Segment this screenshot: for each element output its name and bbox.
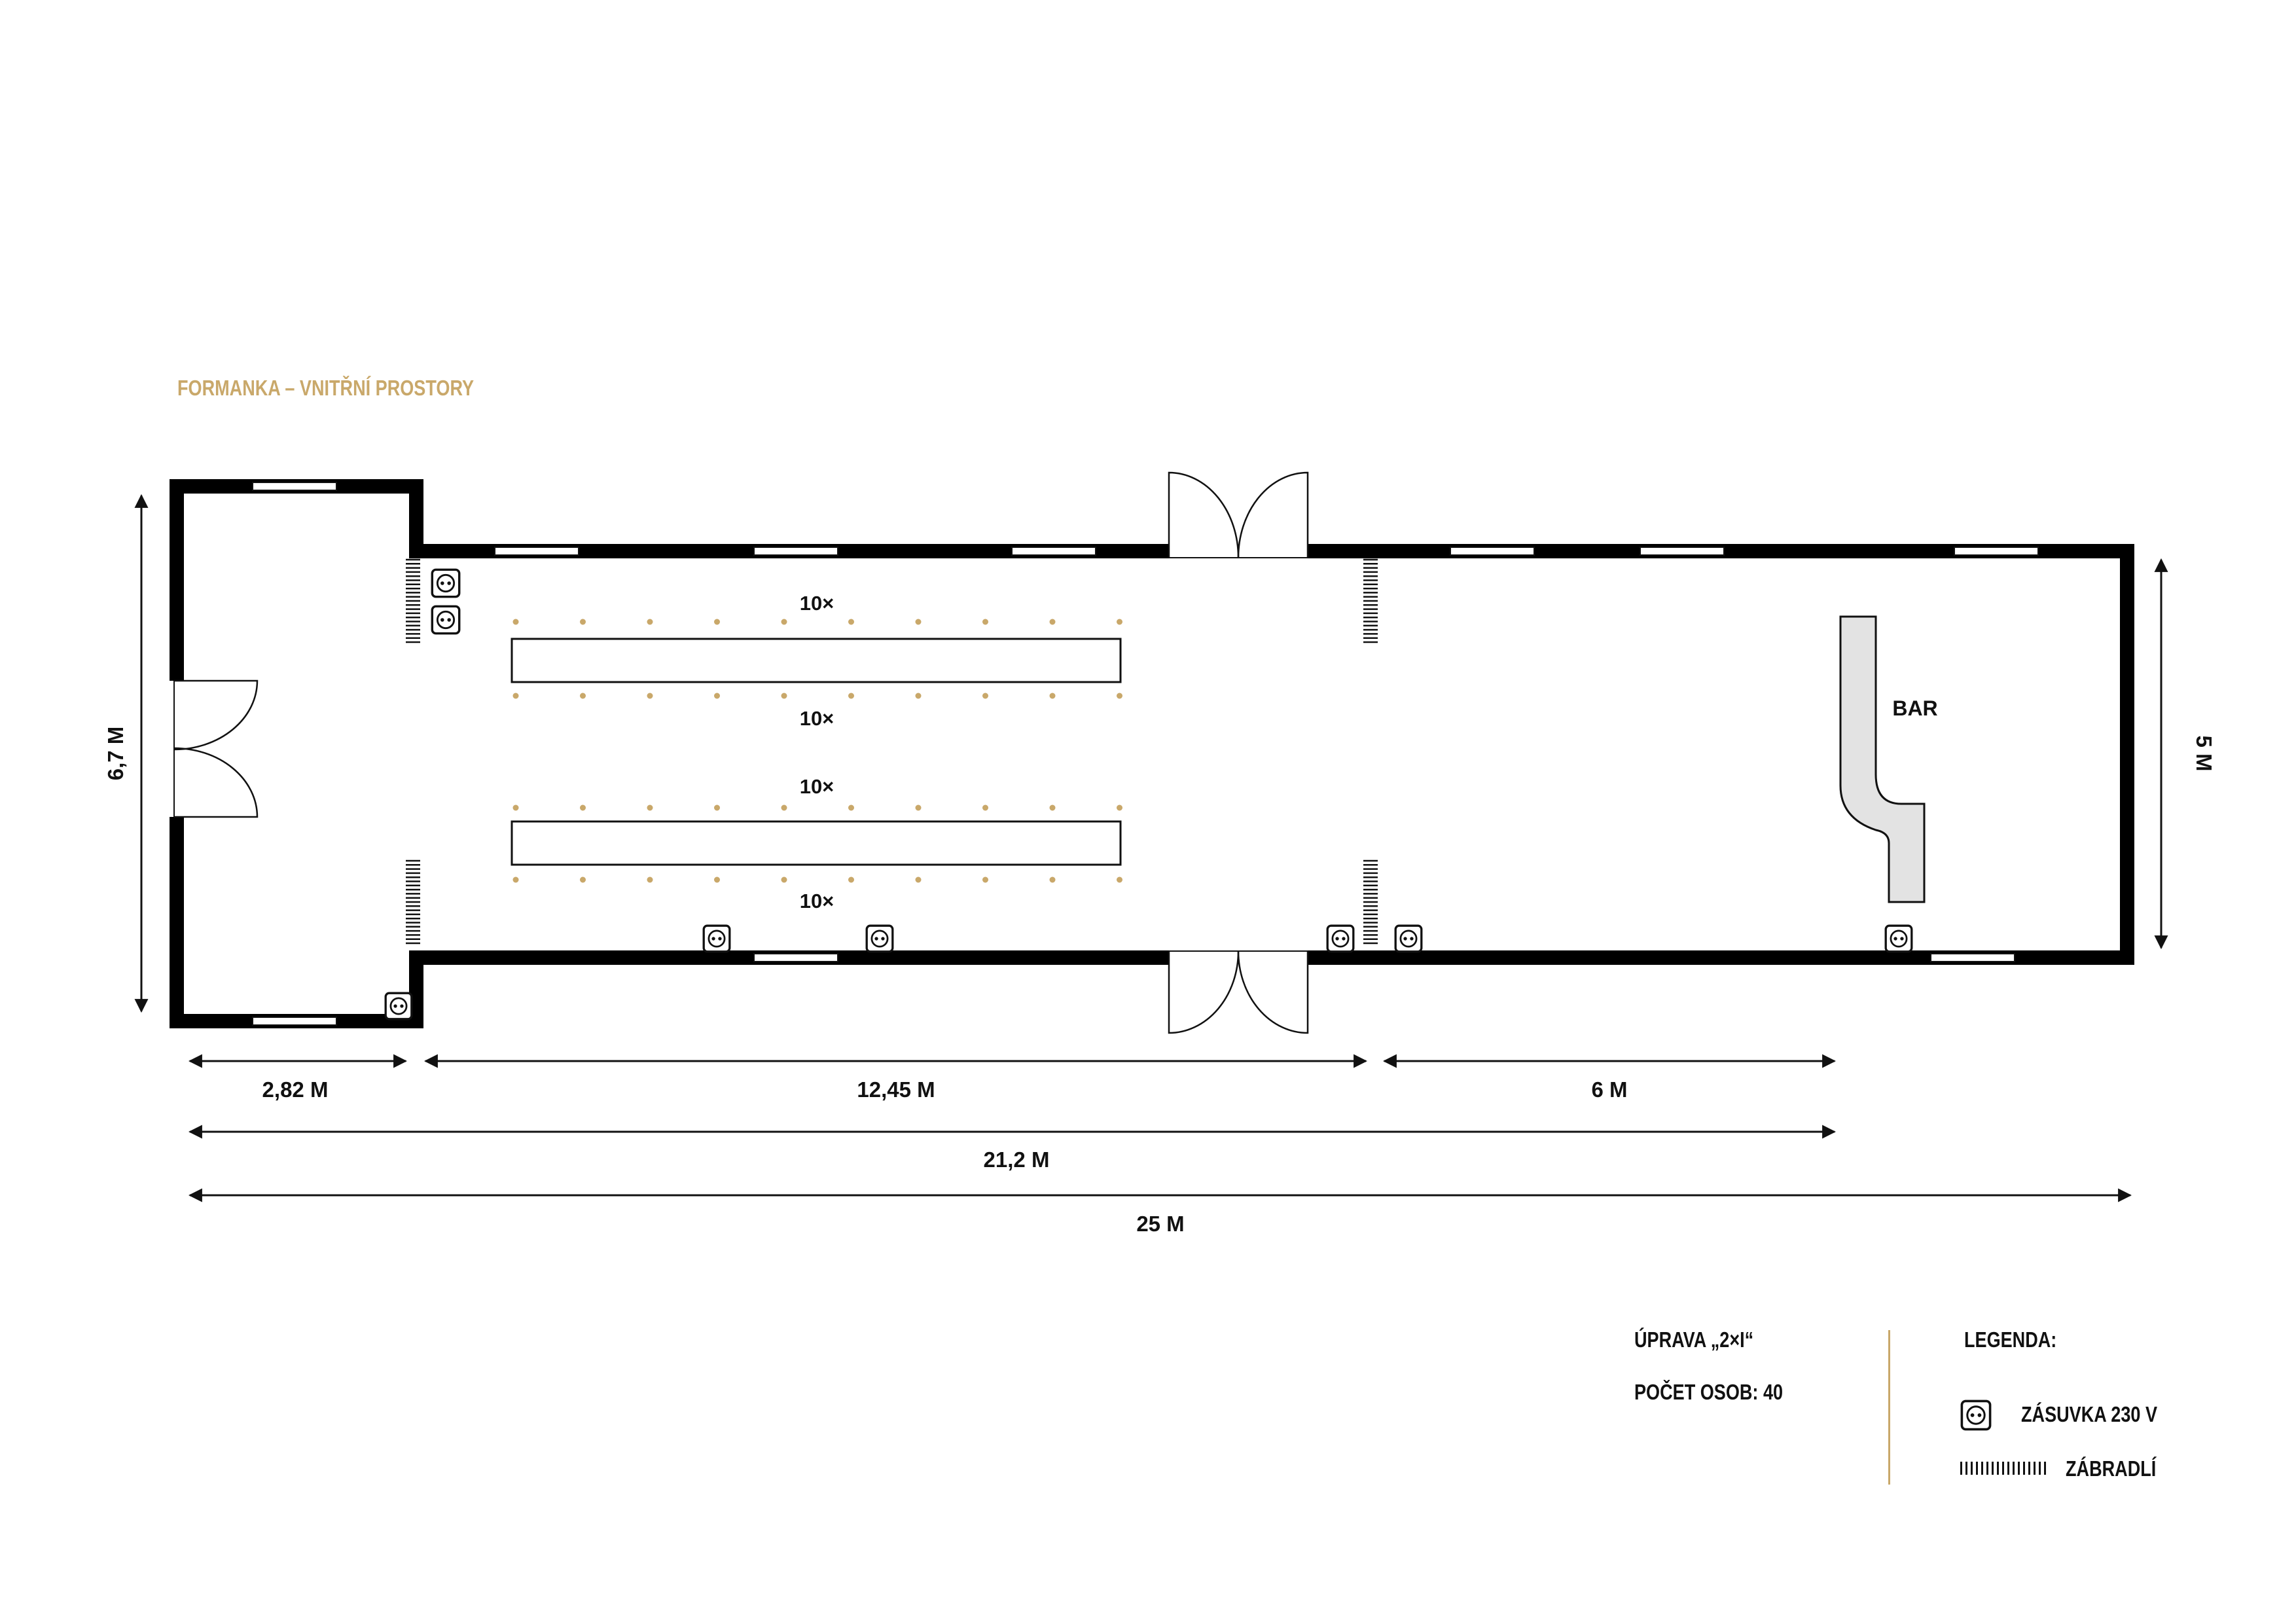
chair-dot	[781, 619, 787, 625]
railing-icon	[1960, 1462, 2047, 1475]
bar-counter: BAR	[1839, 615, 1938, 903]
chair-dots	[512, 619, 1122, 883]
chair-dot	[848, 619, 854, 625]
walls	[170, 479, 2134, 1028]
chair-dot	[1049, 876, 1056, 883]
layout-info: ÚPRAVA „2×I“	[1634, 1327, 1754, 1352]
windows	[252, 482, 2039, 1026]
chair-dot	[512, 804, 519, 811]
table-label: 10×	[800, 775, 834, 798]
chair-dot	[781, 804, 787, 811]
chair-dot	[1117, 693, 1122, 699]
legend-item-socket-label: ZÁSUVKA 230 V	[2021, 1402, 2158, 1426]
table-label: 10×	[800, 707, 834, 730]
table-label: 10×	[800, 890, 834, 912]
chair-dot	[982, 876, 988, 883]
railing	[406, 558, 420, 643]
door-top	[1168, 471, 1309, 558]
chair-dot	[982, 619, 988, 625]
table-labels: 10× 10× 10× 10×	[800, 592, 834, 912]
bar-label: BAR	[1892, 696, 1937, 720]
chair-dot	[512, 619, 519, 625]
dimension-labels: 6,7 M 5 M 2,82 M 12,45 M 6 M 21,2 M 25 M	[103, 727, 2216, 1236]
socket-icon	[1326, 924, 1355, 953]
socket-icon	[1960, 1399, 1992, 1431]
dim-right-height: 5 M	[2192, 735, 2216, 771]
legend-item-railing-label: ZÁBRADLÍ	[2066, 1456, 2157, 1481]
chair-dot	[848, 693, 854, 699]
chair-dot	[848, 876, 854, 883]
chair-dot	[1049, 693, 1056, 699]
chair-dot	[647, 804, 653, 811]
chair-dot	[915, 693, 922, 699]
chair-dot	[915, 804, 922, 811]
chair-dot	[714, 693, 720, 699]
socket-icon	[384, 992, 413, 1020]
chair-dot	[915, 876, 922, 883]
table-1	[511, 638, 1122, 683]
table-label: 10×	[800, 592, 834, 615]
chair-dot	[982, 804, 988, 811]
chair-dot	[1049, 804, 1056, 811]
chair-dot	[580, 619, 586, 625]
dim-total-2: 25 M	[1136, 1212, 1184, 1236]
socket-icon	[431, 605, 461, 635]
capacity-info: POČET OSOB: 40	[1634, 1380, 1784, 1404]
railings	[406, 558, 1378, 945]
chair-dot	[781, 693, 787, 699]
chair-dot	[512, 876, 519, 883]
dim-seg-2: 12,45 M	[857, 1077, 935, 1102]
chair-dot	[580, 693, 586, 699]
chair-dot	[647, 619, 653, 625]
chair-dot	[1117, 619, 1122, 625]
tables	[511, 638, 1122, 866]
socket-icon	[865, 924, 894, 953]
chair-dot	[781, 876, 787, 883]
dimensions	[134, 494, 2168, 1202]
chair-dot	[647, 693, 653, 699]
railing	[1363, 859, 1378, 945]
chair-dot	[580, 876, 586, 883]
table-2	[511, 820, 1122, 866]
chair-dot	[647, 876, 653, 883]
railing	[1363, 558, 1378, 643]
chair-dot	[714, 876, 720, 883]
chair-dot	[915, 619, 922, 625]
legend-title: LEGENDA:	[1964, 1327, 2057, 1352]
dim-total-1: 21,2 M	[984, 1147, 1050, 1172]
chair-dot	[714, 804, 720, 811]
dim-seg-3: 6 M	[1591, 1077, 1627, 1102]
divider	[1888, 1330, 1890, 1485]
socket-icon	[1394, 924, 1423, 953]
dim-seg-1: 2,82 M	[262, 1077, 329, 1102]
chair-dot	[982, 693, 988, 699]
dim-left-height: 6,7 M	[103, 727, 128, 781]
chair-dot	[714, 619, 720, 625]
door-bottom	[1168, 950, 1309, 1034]
door-left	[170, 679, 259, 818]
socket-icon	[1884, 924, 1913, 953]
chair-dot	[512, 693, 519, 699]
chair-dot	[848, 804, 854, 811]
chair-dot	[1049, 619, 1056, 625]
chair-dot	[1117, 876, 1122, 883]
socket-icon	[702, 924, 731, 953]
railing	[406, 859, 420, 945]
page-title: FORMANKA – VNITŘNÍ PROSTORY	[177, 376, 475, 400]
chair-dot	[1117, 804, 1122, 811]
socket-icon	[431, 568, 461, 598]
chair-dot	[580, 804, 586, 811]
